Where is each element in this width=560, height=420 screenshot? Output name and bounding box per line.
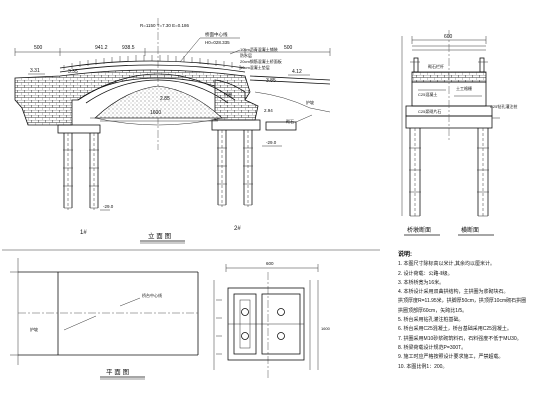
pile-cap-right xyxy=(211,119,261,131)
plan-label-centerline: 桥台中心线 xyxy=(142,292,162,298)
dim-top-right: 500 xyxy=(284,45,293,51)
callout-slope: 护坡 xyxy=(306,99,314,105)
plan-title: 平 面 图 xyxy=(106,368,129,376)
deck-params: R=1150 T=7.30 E=0.186 xyxy=(140,23,189,28)
note-item: 5. 桥台采用钻孔灌注桩基础。 xyxy=(398,317,464,324)
level-l3: 4.12 xyxy=(292,69,302,75)
dim-mid-b: 938.5 xyxy=(122,45,135,51)
note-item: 拱顶厚度R=11.95米，拱脚厚50cm，拱顶厚10cm砌石拱圈 xyxy=(398,298,527,305)
right-wall-cap xyxy=(265,121,297,131)
section-width-dim: 600 xyxy=(444,34,453,40)
section-pile-label: C25钻孔灌注桩 xyxy=(490,103,517,109)
pier-section-title: 桥墩断面 xyxy=(407,226,431,234)
abutment-height-dim: 1600 xyxy=(321,326,331,331)
dim-top-left: 500 xyxy=(34,45,43,51)
section-masonry-label: C25浆砌片石 xyxy=(418,108,441,114)
level-l1: 3.31 xyxy=(30,68,40,74)
cross-section-title: 横断面 xyxy=(461,226,479,234)
callout-h0: H0=028.335 xyxy=(205,40,230,45)
callout-centerline: 桥面中心线 xyxy=(205,31,228,38)
note-item: 6. 桥台采用C25混凝土，桥台基础采用C25混凝土。 xyxy=(398,326,512,333)
note-item: 2. 设计荷载：公路-Ⅱ级。 xyxy=(398,270,453,277)
callout-deck: 20cm钢筋混凝土桥面板 xyxy=(240,58,282,64)
pile-tip-right: -29.0 xyxy=(266,140,277,145)
axis-marker-right: 2# xyxy=(234,226,241,232)
elevation-title: 立 面 图 xyxy=(148,231,171,240)
abutment-width-dim: 600 xyxy=(266,261,274,266)
callout-arch: 拱圈 xyxy=(224,91,232,97)
piles-left xyxy=(63,133,99,210)
note-item: 9. 施工时应严格按照设计要求施工，严禁超载。 xyxy=(398,354,504,361)
note-item: 3. 本桥桥宽为16米。 xyxy=(398,279,445,286)
plan-view: 护坡 桥台中心线 平 面 图 xyxy=(10,258,199,380)
note-item: 7. 拱圈采用M10砂浆砌筑料石，石料强度不低于MU30。 xyxy=(398,335,522,342)
pier-section-view: 600 砌石栏杆 C25混凝土 土工格栅 C25浆砌片石 C25钻孔灌注桩 桥墩… xyxy=(401,30,517,236)
note-item: 拱圈顶部厚60cm，矢跨比1/5。 xyxy=(398,307,468,314)
abutment-plan-view: 600 1600 xyxy=(213,261,331,380)
level-right: 2.94 xyxy=(264,108,273,113)
section-grid-label: 土工格栅 xyxy=(456,85,472,91)
arch-infill xyxy=(94,85,223,119)
piles-right xyxy=(217,130,253,207)
level-l4: 3.85 xyxy=(266,78,276,84)
axis-marker-left: 1# xyxy=(80,230,87,236)
elevation-view: 500 941.2 938.5 500 R=1150 T=7.30 E=0.18… xyxy=(14,18,331,244)
railing-posts xyxy=(63,55,241,70)
callout-waterproof: 防水层 xyxy=(240,52,252,58)
note-item: 8. 桥梁荷载设计规范P=300T。 xyxy=(398,344,467,351)
notes-block: 说明: 1. 本图尺寸除标高以米计,其余均以厘米计。 2. 设计荷载：公路-Ⅱ级… xyxy=(398,251,558,372)
dim-mid-a: 941.2 xyxy=(95,45,108,51)
pile-tip-left: -29.0 xyxy=(103,204,114,209)
pile-cap-left xyxy=(57,124,101,134)
note-item: 1. 本图尺寸除标高以米计,其余均以厘米计。 xyxy=(398,261,495,268)
section-concrete-label: C25混凝土 xyxy=(418,91,437,97)
note-item: 4. 本桥设计采用双曲拱结构，主拱圈为浆砌块石。 xyxy=(398,289,509,296)
callout-paving: 10cm沥青混凝土铺装 xyxy=(240,46,278,52)
section-piles xyxy=(409,128,489,218)
rise-label: 2.85 xyxy=(160,96,170,102)
note-item: 10. 本图比例1：200。 xyxy=(398,363,448,370)
callout-stone: 砌石 xyxy=(286,118,294,124)
callout-cushion: 10cm混凝土垫层 xyxy=(240,64,270,70)
plan-label-slope: 护坡 xyxy=(30,326,38,332)
section-railing-label: 砌石栏杆 xyxy=(428,63,444,69)
level-l2: 3.35 xyxy=(68,69,78,75)
dim-under-arch: 1600 xyxy=(150,110,161,116)
notes-title: 说明: xyxy=(398,252,412,258)
